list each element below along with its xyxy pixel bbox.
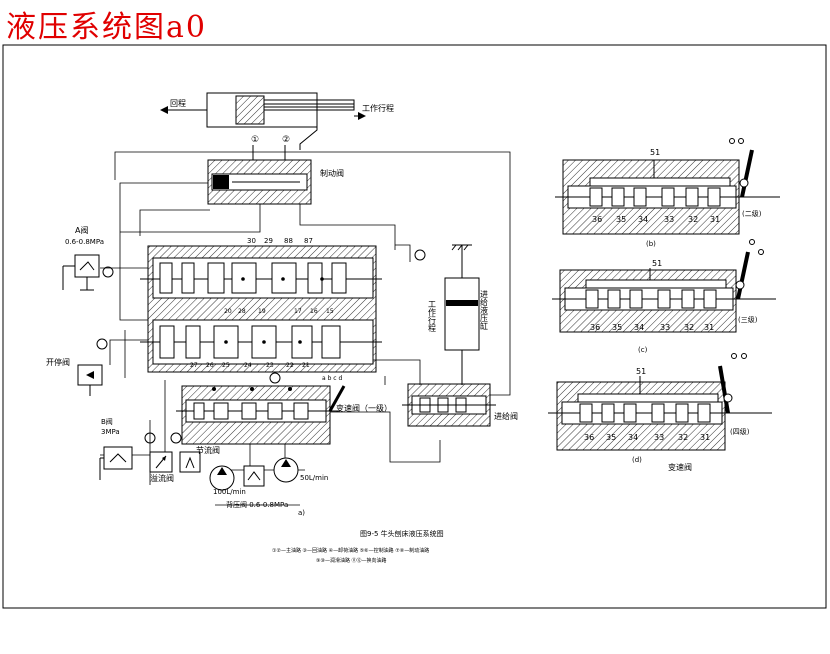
shutoff-valve-label: 开停阀: [46, 357, 70, 367]
main-valve-spools: [159, 262, 347, 359]
port-number: 31: [700, 433, 710, 442]
port-number: 34: [638, 215, 648, 224]
port-number: 33: [654, 433, 664, 442]
b-valve-pressure: 3MPa: [101, 428, 120, 436]
port-number: 15: [326, 308, 334, 315]
port-number: 28: [238, 308, 246, 315]
main-valve-mid-numbers: 20 28 19 17 16 15: [224, 308, 334, 315]
port-number: 27: [190, 362, 198, 369]
port-number: 35: [612, 323, 622, 332]
main-valve-bottom-numbers: 27 26 25 24 23 22 21: [190, 362, 310, 369]
pump-100: [209, 465, 235, 491]
side-view-sub-label: (b): [646, 240, 656, 248]
port-number: 19: [258, 308, 266, 315]
side-view-c-numbers: 36 35 34 33 32 31: [590, 323, 714, 332]
side-view-gear-label: (二级): [742, 209, 762, 218]
subfigure-a-label: a): [298, 509, 305, 517]
throttle-valve-label: 节流阀: [196, 445, 220, 455]
legend-line-1: ①②—主油路 ③—回油路 ④—卸荷油路 ⑤⑥—控制油路 ⑦⑧—制动油路: [272, 547, 429, 554]
pump-50: [273, 457, 299, 483]
side-view-sub-label: (c): [638, 346, 648, 354]
port-number: 31: [710, 215, 720, 224]
shift-valve-label: 变速阀（一级）: [336, 403, 392, 413]
b-valve-label: B阀: [101, 417, 113, 426]
work-stroke-label: 工作行程: [362, 103, 394, 113]
port-2-label: ②: [282, 135, 290, 145]
page-title: 液压系统图a0: [6, 10, 207, 45]
port-number: 16: [310, 308, 318, 315]
port-number: 31: [704, 323, 714, 332]
side-view-tag: 51: [636, 367, 646, 376]
side-view-gear-label: (四级): [730, 427, 750, 436]
port-number: 23: [266, 362, 274, 369]
port-number: 33: [664, 215, 674, 224]
throttle-valve: [179, 451, 201, 473]
circle-markers: [96, 249, 426, 444]
side-view-gear-label: (三级): [738, 315, 758, 324]
port-number: 35: [616, 215, 626, 224]
ram-cylinder: [160, 92, 366, 150]
port-number: 35: [606, 433, 616, 442]
side-view-tag: 51: [650, 148, 660, 157]
pilot-valve-a-label: A阀: [75, 226, 88, 235]
port-number: 26: [206, 362, 214, 369]
b-valve: [99, 446, 133, 480]
port-number: 32: [688, 215, 698, 224]
pilot-valve-a-pressure: 0.6-0.8MPa: [65, 238, 104, 246]
side-view-sub-label: (d): [632, 456, 642, 464]
main-valve-top-numbers: 30 29 88 87: [247, 237, 313, 245]
feed-cylinder-name-label: 进给液压缸: [480, 290, 489, 330]
port-number: 36: [584, 433, 594, 442]
port-number: 21: [302, 362, 310, 369]
port-number: 36: [590, 323, 600, 332]
back-pressure-label: 背压阀 0.6-0.8MPa: [226, 500, 288, 509]
port-number: 17: [294, 308, 302, 315]
pilot-valve-a: [62, 254, 114, 291]
port-number: 32: [678, 433, 688, 442]
side-view-b: [555, 138, 780, 235]
speed-ports-label: a b c d: [322, 375, 343, 382]
feed-cylinder: [444, 244, 480, 385]
port-number: 24: [244, 362, 252, 369]
feed-valve: [402, 383, 496, 427]
return-stroke-label: 回程: [170, 99, 186, 108]
brake-valve-label: 制动阀: [320, 168, 344, 178]
port-number: 30: [247, 237, 256, 245]
shift-valve: [176, 385, 346, 445]
side-view-tag: 51: [652, 259, 662, 268]
drawing-frame: [2, 44, 827, 609]
port-number: 34: [628, 433, 638, 442]
port-number: 34: [634, 323, 644, 332]
side-caption: 变速阀: [668, 462, 692, 472]
shutoff-valve: [77, 364, 103, 396]
back-pressure-valve: [243, 465, 265, 487]
pipe-lines: [100, 151, 511, 506]
feed-cylinder-work-label: 工作行程: [428, 300, 437, 333]
side-view-d-numbers: 36 35 34 33 32 31: [584, 433, 710, 442]
port-number: 87: [304, 237, 313, 245]
brake-valve: [207, 145, 312, 205]
feed-valve-label: 进给阀: [494, 411, 518, 421]
port-1-label: ①: [251, 135, 259, 145]
side-view-c: [552, 239, 776, 333]
port-number: 25: [222, 362, 230, 369]
figure-caption: 图9-5 牛头刨床液压系统图: [360, 529, 444, 538]
legend-line-2: ⑨⑩—润滑油路 ⑪⑫—换向油路: [316, 557, 387, 564]
port-number: 33: [660, 323, 670, 332]
port-number: 20: [224, 308, 232, 315]
port-number: 32: [684, 323, 694, 332]
flow-100-label: 100L/min: [213, 488, 246, 496]
relief-valve: [149, 451, 173, 473]
side-view-b-numbers: 36 35 34 33 32 31: [592, 215, 720, 224]
flow-50-label: 50L/min: [300, 474, 328, 482]
port-number: 36: [592, 215, 602, 224]
relief-valve-label: 溢流阀: [150, 473, 174, 483]
port-number: 29: [264, 237, 273, 245]
port-number: 88: [284, 237, 293, 245]
main-valve-dots: [224, 277, 324, 344]
port-number: 22: [286, 362, 294, 369]
side-view-d: [548, 353, 772, 451]
